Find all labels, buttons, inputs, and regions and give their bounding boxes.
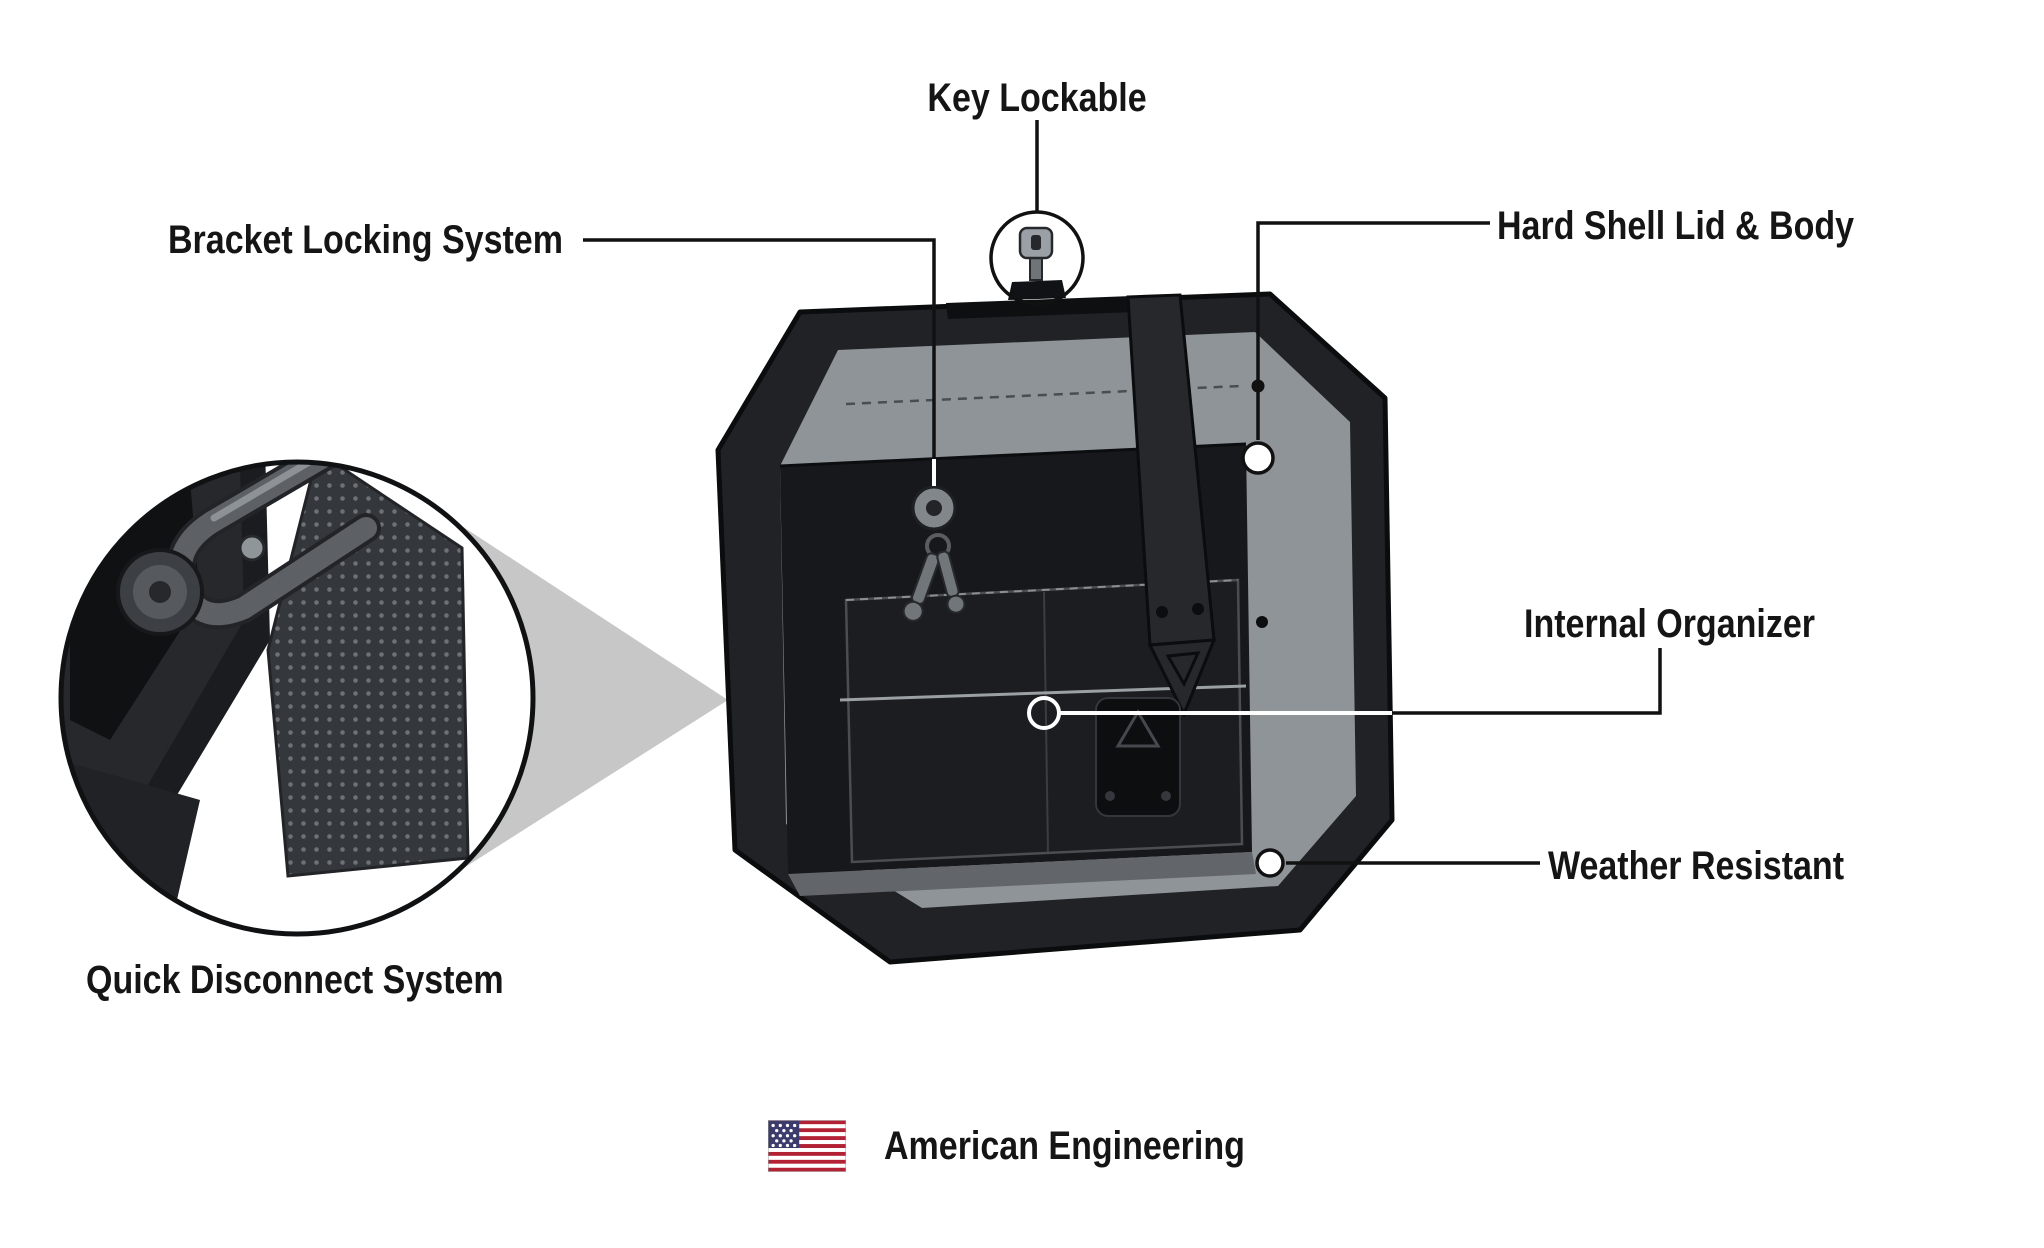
- callout-label-quick-disconnect-system: Quick Disconnect System: [86, 958, 504, 1002]
- key-icon: [1008, 226, 1066, 300]
- callout-label-bracket-locking-system: Bracket Locking System: [168, 218, 563, 262]
- callout-label-internal-organizer: Internal Organizer: [1524, 602, 1815, 646]
- internal-organizer-line: [1392, 648, 1662, 715]
- latch-graphic: [1095, 697, 1181, 817]
- saddlebag-graphic: [715, 226, 1395, 965]
- hard-shell-target-circle: [1241, 441, 1275, 475]
- hard-shell-dot: [1251, 379, 1265, 393]
- strap-graphic: [1126, 293, 1217, 718]
- quick-disconnect-inset: [58, 459, 536, 937]
- hard-shell-line: [1256, 221, 1490, 440]
- magnifier-circle: [58, 459, 536, 937]
- key-lockable-circle: [989, 210, 1085, 306]
- footer-text: American Engineering: [884, 1124, 1245, 1168]
- callout-label-key-lockable: Key Lockable: [927, 76, 1147, 120]
- internal-organizer-target-circle: [1027, 696, 1061, 730]
- callout-label-weather-resistant: Weather Resistant: [1548, 844, 1845, 888]
- lock-icon: [902, 485, 966, 622]
- footer: American Engineering: [768, 1120, 1309, 1172]
- us-flag-icon: [768, 1120, 846, 1172]
- weather-resistant-target-circle: [1255, 848, 1285, 878]
- callout-label-hard-shell-lid-body: Hard Shell Lid & Body: [1497, 204, 1855, 248]
- bracket-locking-line: [583, 238, 936, 459]
- callout-lines: [583, 120, 1662, 878]
